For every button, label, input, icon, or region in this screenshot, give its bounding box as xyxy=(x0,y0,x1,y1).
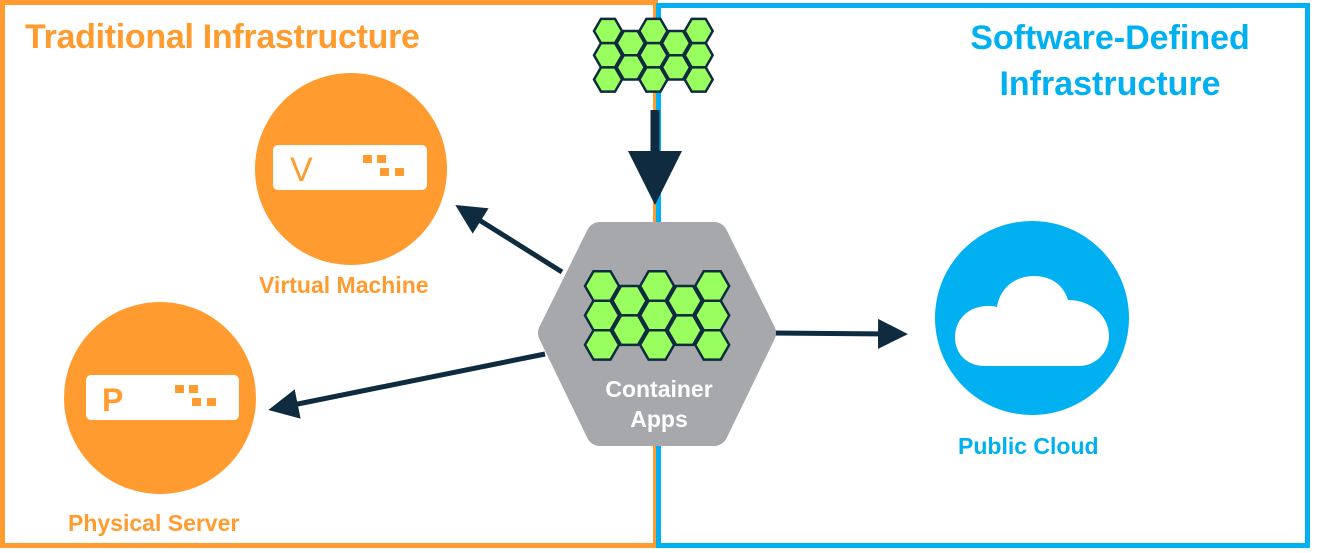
container-hexagon xyxy=(611,314,648,347)
container-hexagon xyxy=(583,328,621,361)
container-hexagon xyxy=(693,328,731,361)
public-cloud-node[interactable] xyxy=(935,221,1129,415)
container-apps-label-line2: Apps xyxy=(630,406,688,432)
arrow-container-to-public-cloud xyxy=(771,318,908,349)
cloud-icon xyxy=(955,276,1109,366)
container-hexagon xyxy=(638,328,676,361)
container-hexagon-cluster-icon xyxy=(583,270,731,361)
public-cloud-label: Public Cloud xyxy=(958,433,1099,459)
physical-server-badge-letter: P xyxy=(102,382,123,418)
server-icon: P xyxy=(86,375,239,420)
traditional-infrastructure-title: Traditional Infrastructure xyxy=(25,18,420,56)
physical-server-node[interactable]: P xyxy=(64,302,256,494)
container-hexagon xyxy=(683,41,715,69)
container-apps-node[interactable] xyxy=(538,222,776,446)
container-hexagon xyxy=(693,270,731,302)
physical-server-label: Physical Server xyxy=(68,510,240,536)
arrow-container-to-virtual-machine xyxy=(455,205,564,275)
server-icon: V xyxy=(273,145,427,190)
virtual-machine-node[interactable]: V xyxy=(255,73,447,265)
incoming-container-cluster[interactable] xyxy=(592,17,715,93)
container-hexagon xyxy=(683,17,715,45)
container-hexagon xyxy=(615,53,647,81)
container-hexagon xyxy=(666,314,704,347)
container-hexagon xyxy=(683,66,715,93)
container-apps-label-line1: Container xyxy=(605,376,713,402)
container-hexagon xyxy=(693,299,731,332)
container-hexagon xyxy=(660,53,692,81)
container-apps-label: Container Apps xyxy=(600,374,718,434)
software-defined-title-line2: Infrastructure xyxy=(999,65,1221,103)
container-hexagon xyxy=(637,66,669,93)
arrow-container-to-physical-server xyxy=(268,351,546,419)
software-defined-infrastructure-title: Software-Defined Infrastructure xyxy=(900,15,1319,107)
virtual-machine-label: Virtual Machine xyxy=(259,272,429,298)
container-hexagon xyxy=(592,66,624,93)
virtual-machine-badge-letter: V xyxy=(290,151,313,189)
software-defined-title-line1: Software-Defined xyxy=(970,19,1250,57)
